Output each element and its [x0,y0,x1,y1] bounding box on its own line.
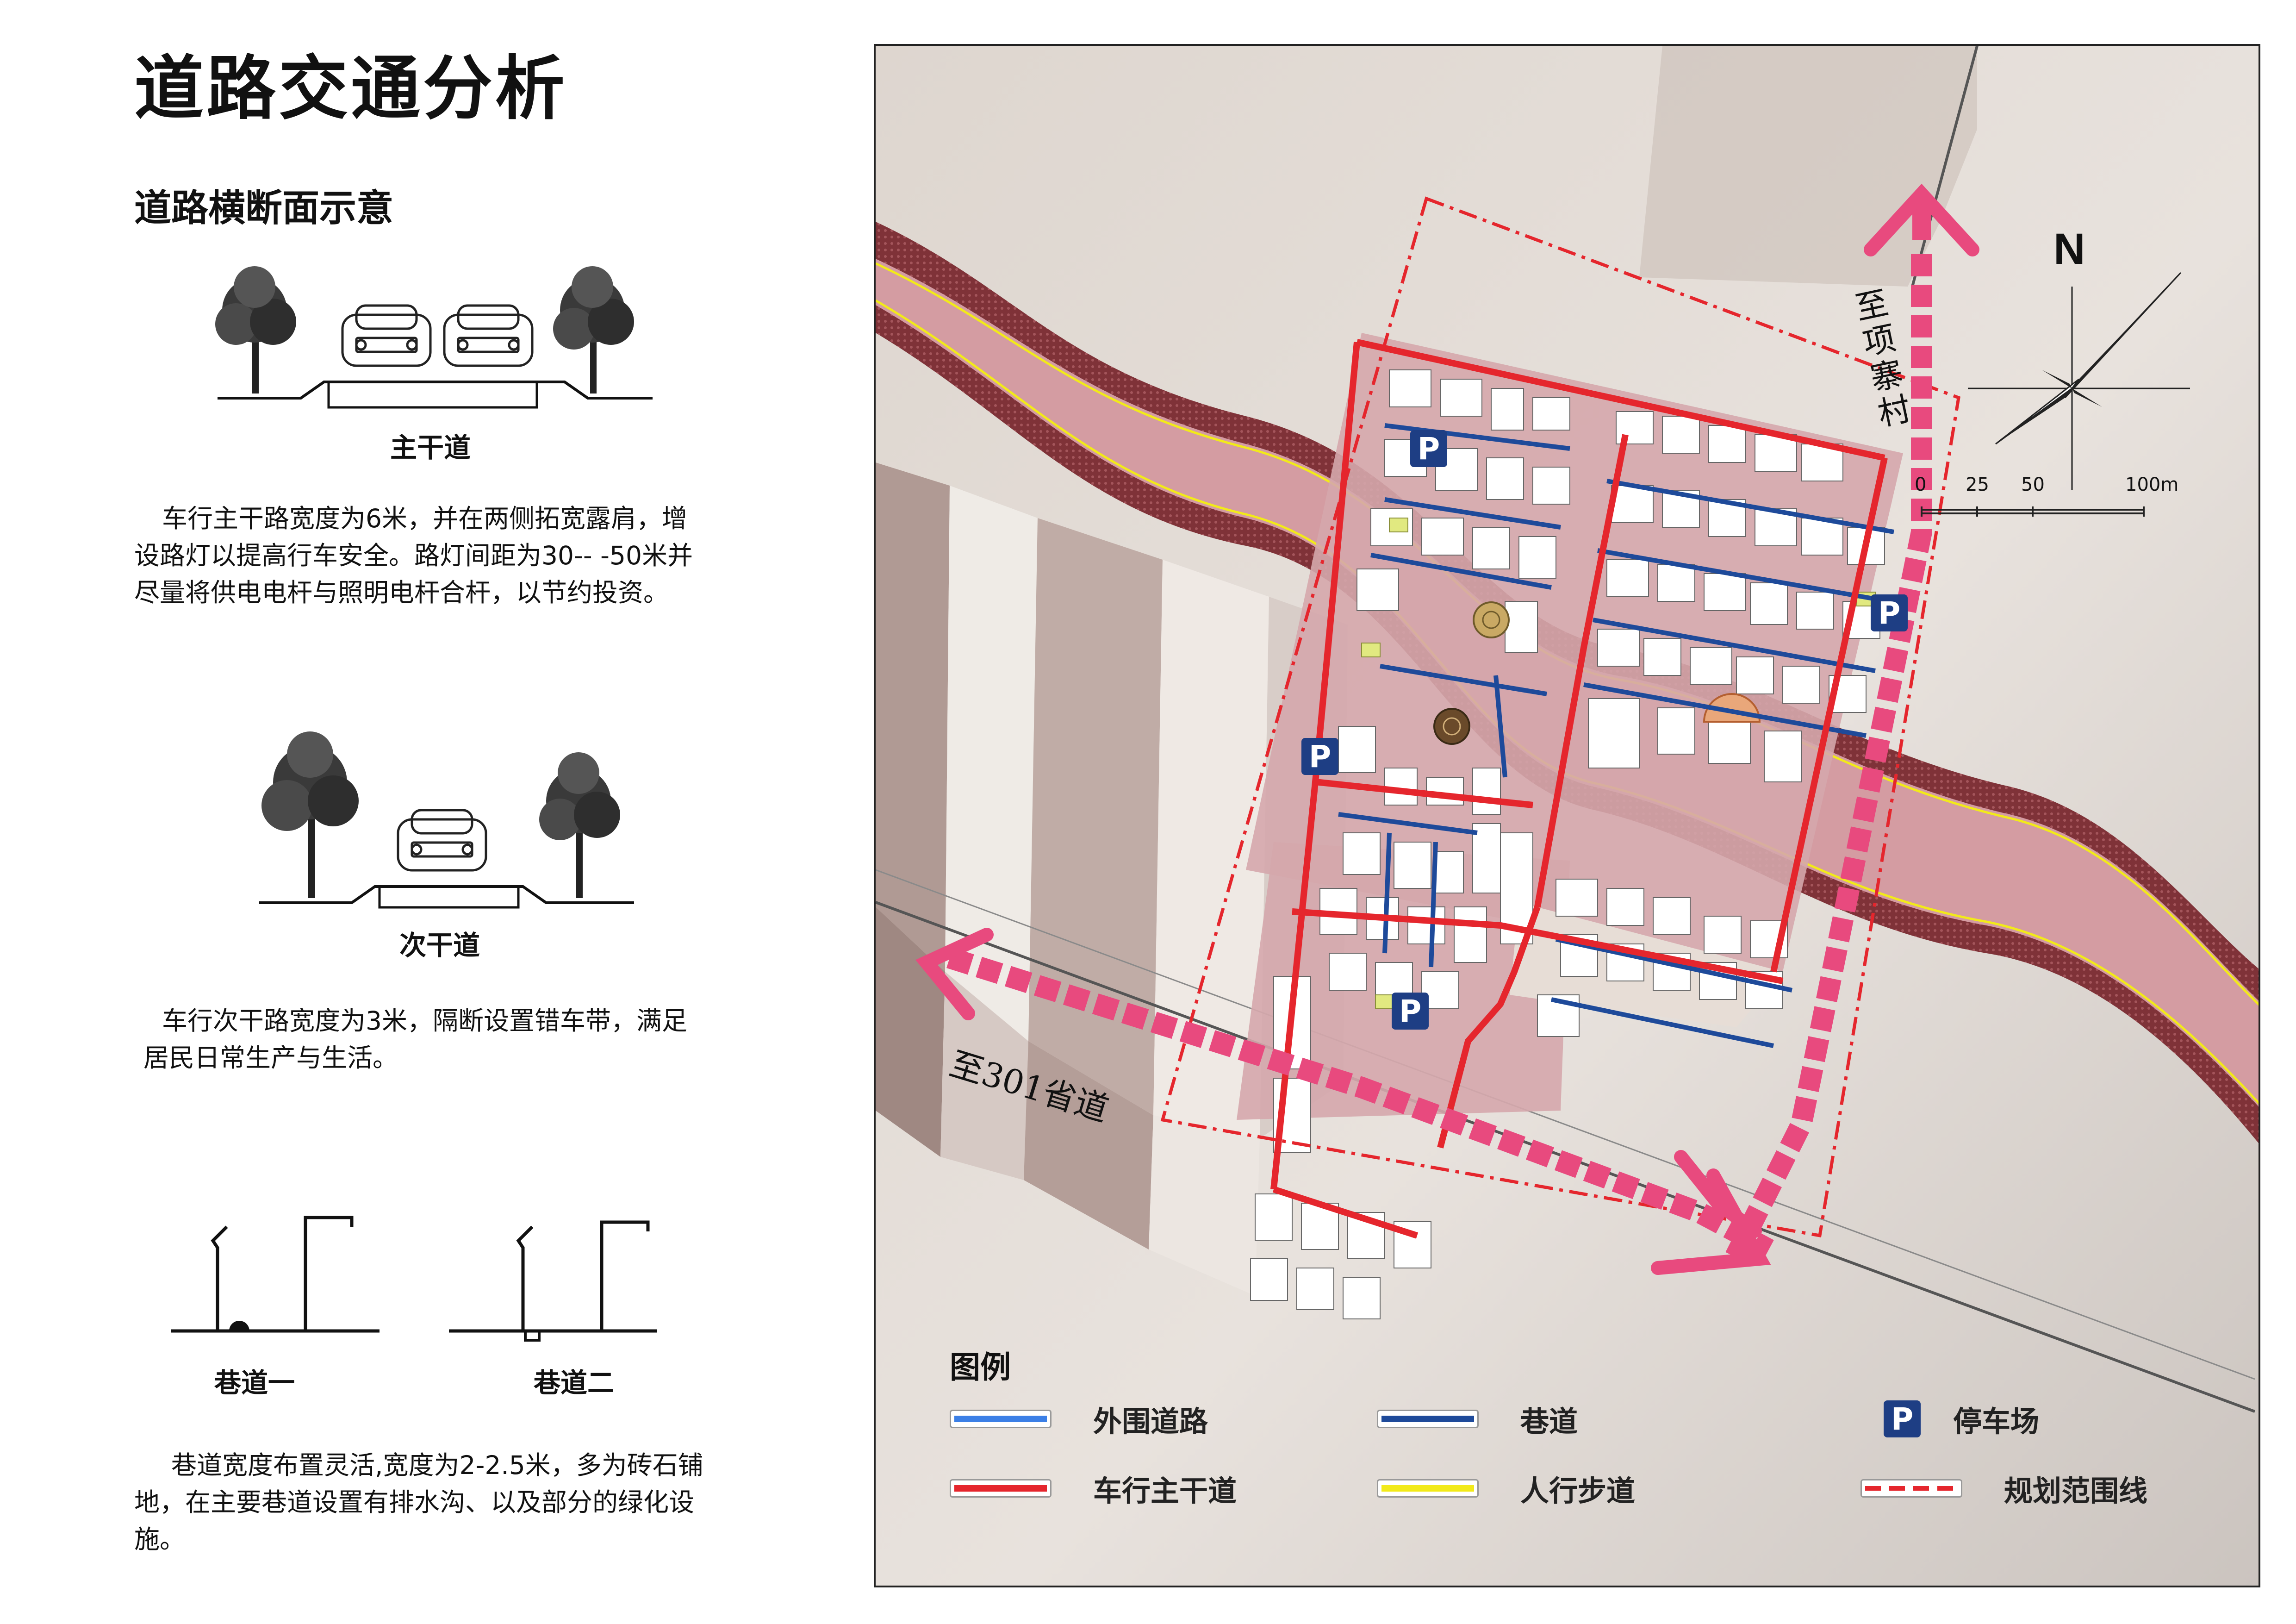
outer-road-arrows [946,199,1932,1268]
legend-label: 停车场 [1953,1405,2040,1438]
legend-item-outer-road: 外围道路 [950,1398,1208,1440]
section-subtitle: 道路横断面示意 [134,187,393,230]
arrow-head [915,183,1979,1275]
alley-line-1: 巷道宽度布置灵活,宽度为2-2.5米，多为砖石铺 [171,1450,703,1480]
scale-label-0: 0 [1915,474,1927,495]
tree-icon [539,752,620,898]
legend-item-main-road: 车行主干道 [950,1468,1237,1509]
north-arrow-icon [1968,272,2190,490]
village-site [1246,333,1903,972]
alley-line-2: 地，在主要巷道设置有排水沟、以及部分的绿化设 [134,1487,695,1517]
plaza-icon [1473,601,1510,638]
page-title: 道路交通分析 [134,49,568,129]
alley-2-illustration [449,1220,657,1342]
alley-2-label: 巷道二 [533,1367,614,1399]
parking-marker: P [1871,594,1908,631]
tree-icon [215,266,296,394]
main-road-description: 车行主干路宽度为6米，并在两侧拓宽露肩，增 设路灯以提高行车安全。路灯间距为30… [134,500,736,611]
traffic-map: N 0 25 50 100m 至项寨村 至301省道 P P P P [874,44,2260,1587]
legend-swatch [1860,1479,1962,1498]
map-canvas [876,46,2259,1586]
main-road-line-1: 车行主干路宽度为6米，并在两侧拓宽露肩，增 [162,504,687,533]
alley-1-label: 巷道一 [214,1367,295,1399]
main-road-line-2: 设路灯以提高行车安全。路灯间距为30-- -50米并 [134,541,693,570]
alley-description: 巷道宽度布置灵活,宽度为2-2.5米，多为砖石铺 地，在主要巷道设置有排水沟、以… [134,1447,736,1558]
car-icon [397,809,487,872]
planning-boundary [1160,196,1960,1238]
car-icon [341,304,432,367]
tree-icon [553,266,634,394]
secondary-road-description: 车行次干路宽度为3米，隔断设置错车带，满足 居民日常生产与生活。 [134,1002,736,1076]
parking-icon: P [1884,1400,1921,1437]
legend-item-sidewalk: 人行步道 [1377,1468,1635,1509]
scale-label-50: 50 [2021,474,2045,495]
legend-swatch [950,1410,1052,1428]
parking-marker: P [1301,738,1338,775]
secondary-road-line-1: 车行次干路宽度为3米，隔断设置错车带，满足 [162,1006,687,1036]
main-road-label: 主干道 [390,432,471,463]
main-road-line-3: 尽量将供电电杆与照明电杆合杆，以节约投资。 [134,578,669,607]
legend-label: 人行步道 [1520,1474,1636,1508]
plaza-icon [1433,708,1470,745]
legend-title: 图例 [950,1349,1011,1385]
legend-swatch [950,1479,1052,1498]
alley-network [1338,423,1894,1048]
legend-swatch [1377,1410,1479,1428]
secondary-road-section-illustration [259,731,634,909]
legend-label: 车行主干道 [1093,1474,1237,1508]
scale-bar [1921,506,2145,517]
car-icon [443,304,534,367]
scale-label-25: 25 [1966,474,1989,495]
parking-marker: P [1410,430,1447,467]
alley-line-3: 施。 [134,1524,186,1554]
parking-marker: P [1392,993,1429,1030]
legend-label: 规划范围线 [2004,1474,2148,1508]
tree-icon [261,731,359,898]
legend-label: 巷道 [1520,1405,1578,1438]
main-road-network [1270,339,1888,1239]
scale-label-100m: 100m [2125,474,2179,495]
legend-item-parking: P 停车场 [1884,1398,2039,1440]
buildings [1250,369,1885,1319]
legend-swatch [1377,1479,1479,1498]
secondary-road-line-2: 居民日常生产与生活。 [143,1043,398,1073]
alley-1-illustration [171,1216,380,1333]
legend-item-boundary: 规划范围线 [1860,1468,2147,1509]
legend-label: 外围道路 [1093,1405,1208,1438]
north-label: N [2053,225,2085,274]
secondary-road-label: 次干道 [399,930,480,961]
legend-item-alley: 巷道 [1377,1398,1578,1440]
main-road-section-illustration [215,266,653,409]
